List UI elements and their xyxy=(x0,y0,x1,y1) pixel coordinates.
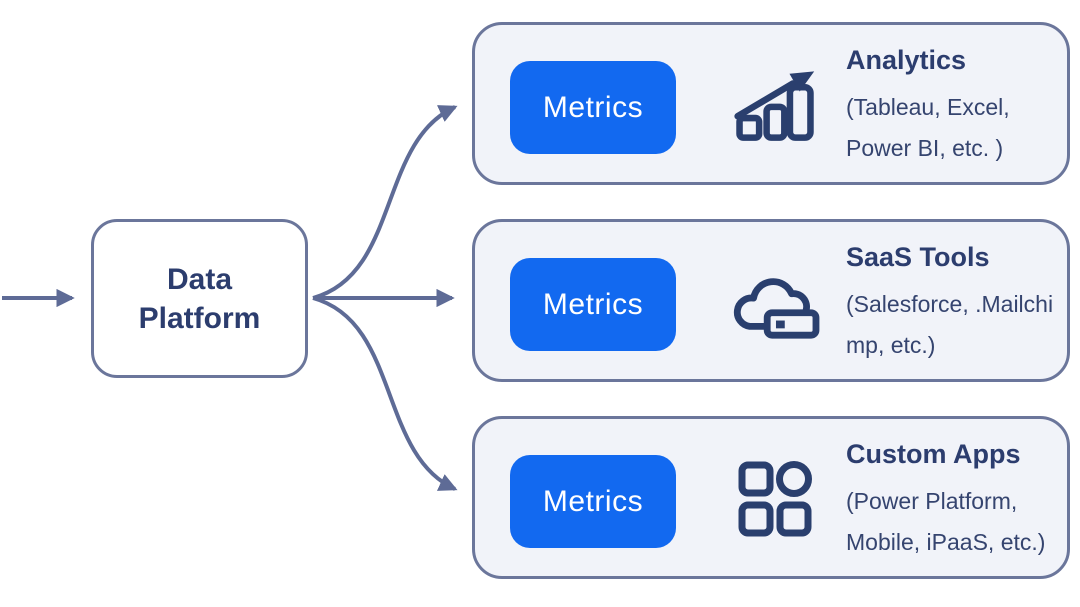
data-platform-node: Data Platform xyxy=(91,219,308,378)
metrics-badge: Metrics xyxy=(510,455,676,548)
destination-subtitle-line: mp, etc.) xyxy=(846,332,936,358)
arrow-to-custom xyxy=(312,296,458,491)
destination-title: Custom Apps xyxy=(846,439,1021,469)
destination-saas-tools: Metrics SaaS Tools (Salesforce, .Mailchi… xyxy=(472,219,1070,382)
metrics-badge: Metrics xyxy=(510,258,676,351)
apps-grid-icon xyxy=(725,453,825,545)
destination-subtitle-line: (Power Platform, xyxy=(846,488,1018,514)
destination-subtitle-line: (Tableau, Excel, xyxy=(846,94,1010,120)
destination-subtitle-line: Power BI, etc. ) xyxy=(846,135,1004,161)
destination-subtitle-line: (Salesforce, .Mailchi xyxy=(846,291,1054,317)
data-platform-label: Data Platform xyxy=(138,262,261,335)
destination-title: Analytics xyxy=(846,45,967,75)
destination-custom-apps: Metrics Custom Apps (Power Platform, Mob… xyxy=(472,416,1070,579)
destination-title: SaaS Tools xyxy=(846,242,990,272)
destination-subtitle-line: Mobile, iPaaS, etc.) xyxy=(846,529,1046,555)
destination-analytics: Metrics Analytics (Tableau, Excel, Power… xyxy=(472,22,1070,185)
metrics-badge: Metrics xyxy=(510,61,676,154)
bar-chart-trend-icon xyxy=(725,59,825,151)
cloud-device-icon xyxy=(725,256,825,348)
arrow-to-analytics xyxy=(312,105,458,300)
